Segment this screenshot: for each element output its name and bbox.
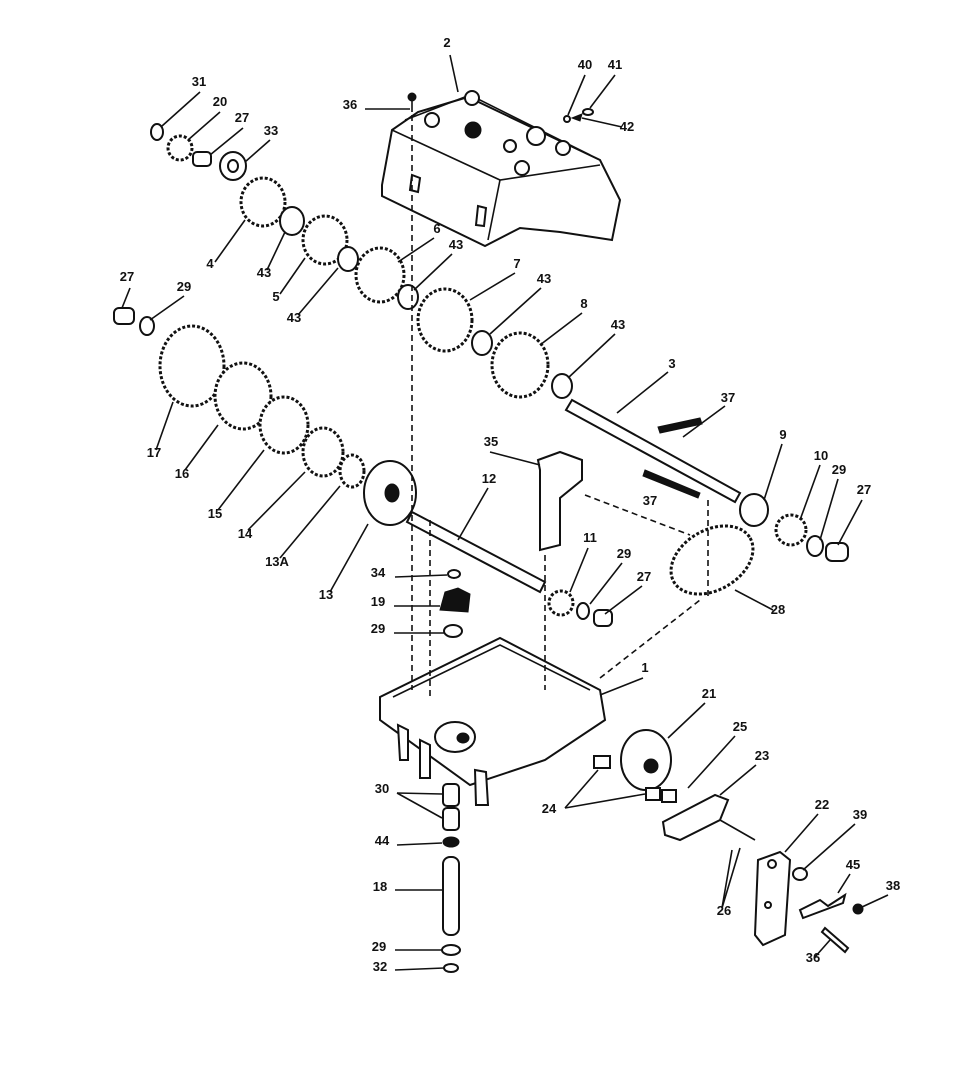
alignment-lines [411,115,709,700]
callout-37a: 37 [721,390,735,405]
callout-26: 26 [717,903,731,918]
callout-27c: 27 [857,482,871,497]
callout-11: 11 [583,530,597,545]
callout-43d: 43 [537,271,551,286]
brake-assembly [593,729,756,842]
vertical-shaft-group [441,783,461,973]
callout-20: 20 [213,94,227,109]
callout-30: 30 [375,781,389,796]
callout-23: 23 [755,748,769,763]
callout-29d: 29 [371,621,385,636]
callout-2: 2 [443,35,450,50]
callout-19: 19 [371,594,385,609]
callout-43c: 43 [449,237,463,252]
callout-43a: 43 [257,265,271,280]
callout-36a: 36 [343,97,357,112]
callout-43e: 43 [611,317,625,332]
shifter-35 [536,450,583,552]
callout-27a: 27 [235,110,249,125]
callout-16: 16 [175,466,189,481]
callout-37b: 37 [643,493,657,508]
callout-32: 32 [373,959,387,974]
lever-assembly [753,850,864,954]
callout-31: 31 [192,74,206,89]
callout-18: 18 [373,879,387,894]
callout-38: 38 [886,878,900,893]
callout-13A: 13A [265,554,289,569]
callout-9: 9 [779,427,786,442]
callout-1: 1 [641,660,648,675]
callout-41: 41 [608,57,622,72]
callout-21: 21 [702,686,716,701]
base-housing [379,636,607,806]
callout-6: 6 [433,221,440,236]
callout-labels: 1234567891011121313A14151617181920212223… [120,35,900,974]
sprocket-11-group [547,589,613,627]
callout-27b: 27 [120,269,134,284]
lower-gear-stack [113,307,417,526]
callout-29a: 29 [177,279,191,294]
callout-45: 45 [846,857,860,872]
right-shaft-parts [739,493,849,562]
upper-gear-stack [150,123,573,399]
callout-43b: 43 [287,310,301,325]
pin-36-top [407,92,417,112]
callout-39: 39 [853,807,867,822]
callout-34: 34 [371,565,386,580]
callout-3: 3 [668,356,675,371]
callout-35: 35 [484,434,498,449]
callout-7: 7 [513,256,520,271]
callout-13: 13 [319,587,333,602]
callout-4: 4 [206,256,214,271]
fitting-40-41-42 [563,108,594,123]
leader-lines [121,54,889,971]
shaft-3 [564,398,742,504]
callout-33: 33 [264,123,278,138]
top-cover-housing [381,90,622,248]
pinion-19-group [439,569,471,638]
callout-40: 40 [578,57,592,72]
callout-14: 14 [238,526,253,541]
callout-8: 8 [580,296,587,311]
callout-42: 42 [620,119,634,134]
callout-27d: 27 [637,569,651,584]
drive-chain-28 [669,524,755,596]
callout-17: 17 [147,445,161,460]
callout-29e: 29 [372,939,386,954]
shaft-12 [405,510,547,594]
callout-24: 24 [542,801,557,816]
callout-22: 22 [815,797,829,812]
callout-36b: 36 [806,950,820,965]
callout-25: 25 [733,719,747,734]
callout-29c: 29 [617,546,631,561]
callout-28: 28 [771,602,785,617]
callout-29b: 29 [832,462,846,477]
callout-5: 5 [272,289,279,304]
callout-10: 10 [814,448,828,463]
callout-15: 15 [208,506,222,521]
callout-12: 12 [482,471,496,486]
callout-44: 44 [375,833,390,848]
